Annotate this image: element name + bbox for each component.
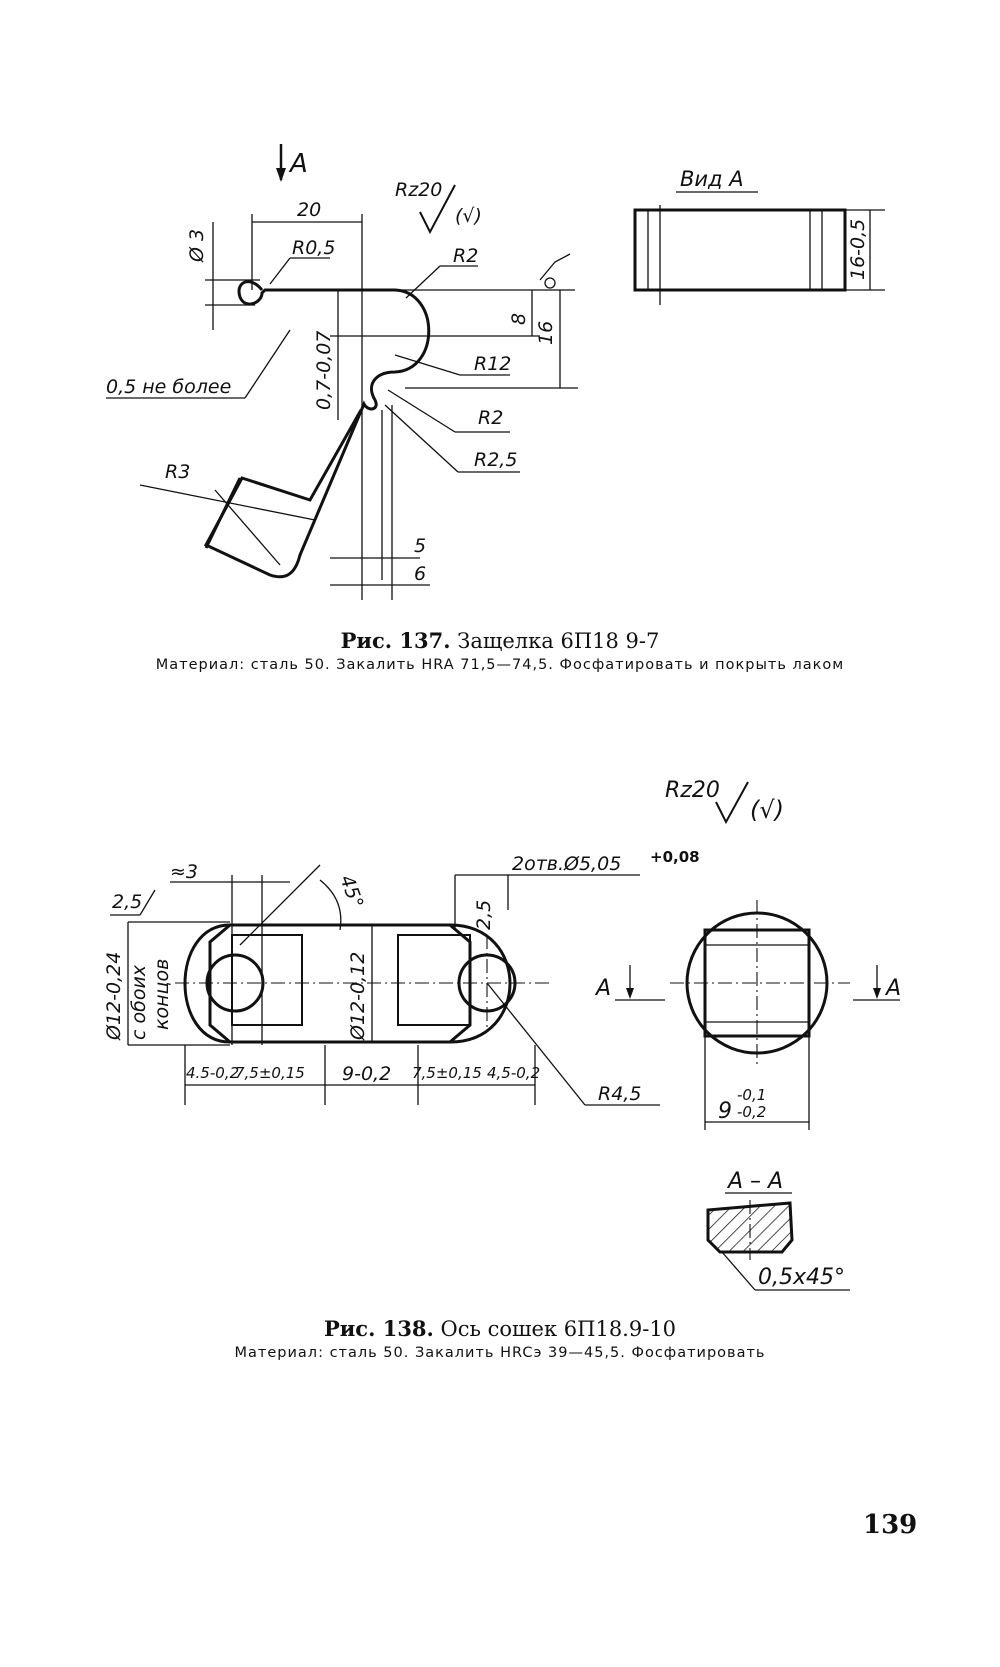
dim-thickness: 0,7-0,07 — [313, 331, 335, 410]
dim-seg75-right: 7,5±0,15 — [412, 1064, 482, 1082]
figure-137-drawing: A Rz20 (√) 20 Ø 3 R0,5 R2 8 16 — [106, 144, 885, 600]
dim-r12: R12 — [474, 353, 511, 375]
figure-138-title-line: Рис. 138. Ось сошек 6П18.9-10 — [0, 1316, 1000, 1341]
dim-25-left: 2,5 — [112, 891, 142, 913]
figure-137-title-line: Рис. 137. Защелка 6П18 9-7 — [0, 628, 1000, 653]
view-arrow-label: A — [288, 149, 308, 179]
section-label: А – А — [726, 1169, 783, 1194]
ends-note-1: с обоих — [128, 964, 150, 1040]
dim-chamfer: 0,5x45° — [758, 1265, 845, 1290]
dim-5: 5 — [414, 535, 426, 557]
figure-138-label: Рис. 138. — [323, 1316, 434, 1341]
dim-20: 20 — [297, 199, 321, 221]
dim-r25: R2,5 — [474, 449, 517, 471]
dim-r2-low: R2 — [478, 407, 503, 429]
holes-tolerance: +0,08 — [650, 848, 700, 866]
roughness-label-138: Rz20 — [665, 778, 720, 803]
dim-seg9: 9-0,2 — [342, 1063, 391, 1085]
dim-r3: R3 — [165, 461, 190, 483]
dim-6: 6 — [414, 563, 426, 585]
dim-8: 8 — [508, 313, 530, 325]
dim-seg75-left: 7,5±0,15 — [235, 1064, 305, 1082]
dim-seg45-right: 4,5-0,2 — [487, 1064, 540, 1082]
figure-138-title: Ось сошек 6П18.9-10 — [440, 1317, 677, 1341]
holes-label: 2отв.Ø5,05 — [512, 853, 621, 875]
dim-angle45: 45° — [335, 872, 367, 911]
dim-flat9-tol-up: -0,1 — [737, 1086, 766, 1104]
view-a-label: Вид А — [680, 167, 744, 191]
dim-dia12-ends: Ø12-0,24 — [103, 952, 125, 1041]
figure-137-note: Материал: сталь 50. Закалить HRA 71,5—74… — [155, 657, 845, 673]
dim-flat9-tol-dn: -0,2 — [737, 1103, 766, 1121]
dim-r05: R0,5 — [292, 237, 335, 259]
figure-138-drawing: Rz20 (√) 2отв.Ø5,05 +0,08 ≈3 45° 2,5 2,5 — [103, 778, 901, 1291]
figure-137-title: Защелка 6П18 9-7 — [457, 629, 660, 653]
note-05-not-more: 0,5 не более — [106, 376, 231, 398]
dim-25-right: 2,5 — [473, 900, 495, 930]
roughness-alt-138: (√) — [750, 796, 784, 824]
section-mark-left: А — [594, 976, 611, 1001]
section-mark-right: А — [884, 976, 901, 1001]
dim-r45: R4,5 — [598, 1083, 641, 1105]
dim-seg45-left: 4.5-0,2 — [186, 1064, 239, 1082]
page-number: 139 — [863, 1510, 918, 1540]
figure-137-label: Рис. 137. — [340, 628, 451, 653]
dim-dia12: Ø12-0,12 — [347, 952, 369, 1041]
figure-137-caption: Рис. 137. Защелка 6П18 9-7 Материал: ста… — [0, 628, 1000, 673]
dim-dia3: Ø 3 — [186, 229, 208, 263]
ends-note-2: концов — [151, 959, 173, 1030]
dim-r2-top: R2 — [453, 245, 478, 267]
figure-138-note: Материал: сталь 50. Закалить HRCэ 39—45,… — [234, 1345, 766, 1361]
dim-width: 16-0,5 — [847, 219, 869, 280]
roughness-alt: (√) — [455, 205, 482, 227]
roughness-label: Rz20 — [395, 179, 442, 201]
dim-16: 16 — [535, 321, 557, 345]
dim-approx3: ≈3 — [170, 861, 198, 883]
dim-flat9: 9 — [718, 1099, 732, 1124]
figure-138-caption: Рис. 138. Ось сошек 6П18.9-10 Материал: … — [0, 1316, 1000, 1361]
